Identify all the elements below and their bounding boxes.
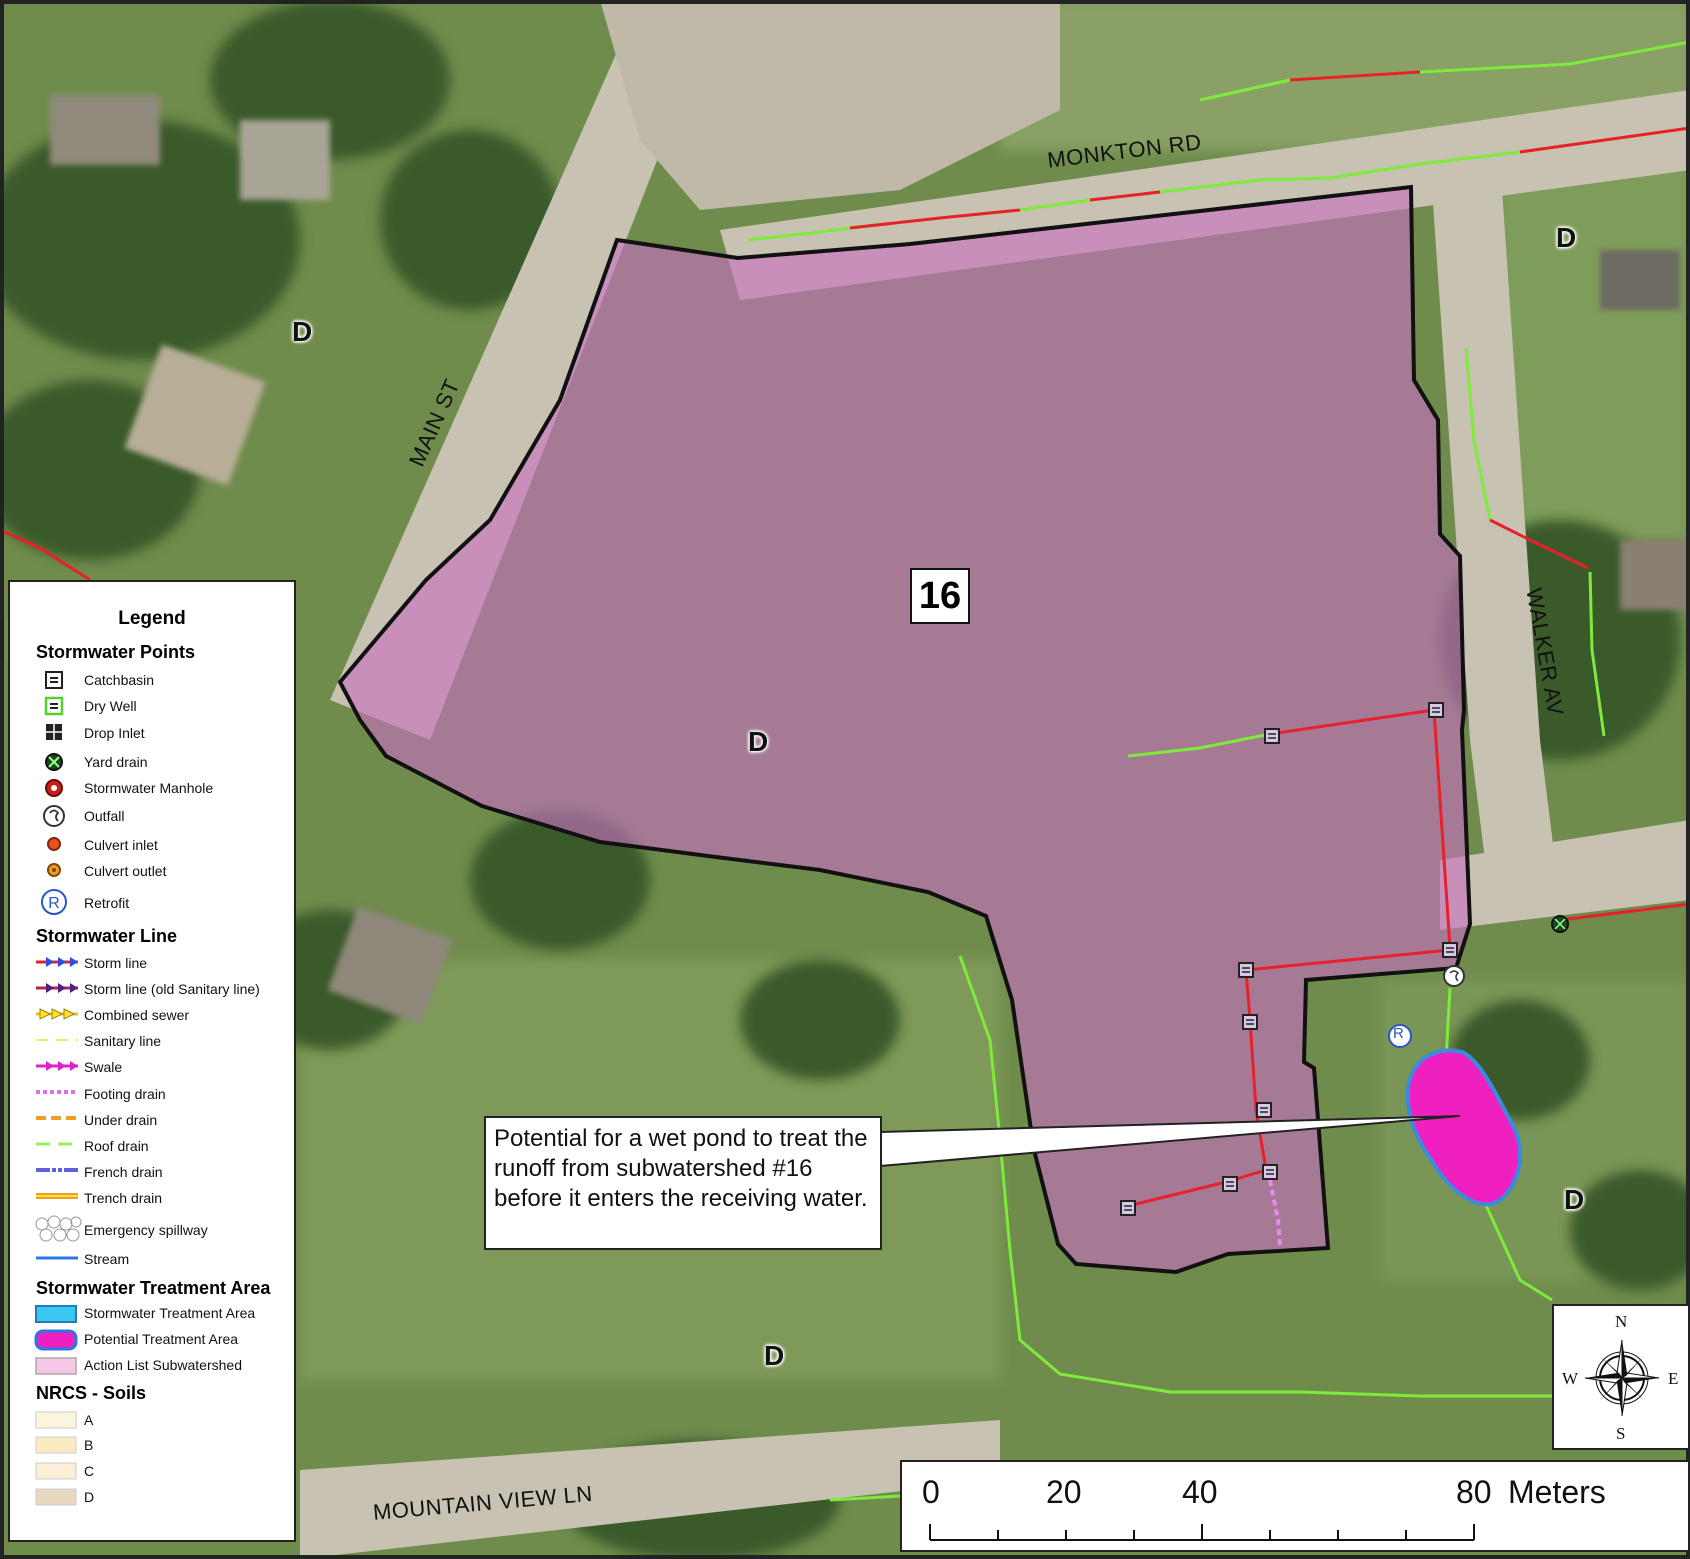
legend-item-yard-drain: Yard drain	[84, 754, 148, 770]
building-roofs	[10, 95, 1690, 1025]
drop-inlet-icon	[46, 724, 62, 740]
retrofit-icon	[1388, 1024, 1412, 1048]
roads	[300, 0, 1690, 1559]
legend-item-potential-treatment: Potential Treatment Area	[84, 1331, 239, 1347]
footing-drain-symbol	[36, 1090, 78, 1094]
culvert-inlet-icon	[47, 837, 61, 851]
legend-item-soil-b: B	[84, 1437, 94, 1453]
legend-item-roof-drain: Roof drain	[84, 1138, 149, 1154]
svg-text:R: R	[48, 895, 60, 912]
legend-panel: Legend Stormwater Points Catchbasin Dry …	[8, 580, 296, 1542]
retrofit-icon: R	[41, 889, 67, 915]
compass-west: W	[1562, 1369, 1579, 1388]
storm-line-symbol	[36, 957, 78, 967]
trench-drain-symbol	[36, 1193, 78, 1199]
north-arrow: N S E W	[1552, 1304, 1690, 1450]
legend-section-points: Stormwater Points	[36, 642, 196, 662]
legend-item-swale: Swale	[84, 1059, 123, 1075]
yard-drain-icon	[1551, 915, 1569, 933]
stream-symbol	[36, 1256, 78, 1260]
scale-bar: 0 20 40 80 Meters	[900, 1460, 1690, 1552]
legend-item-footing-drain: Footing drain	[84, 1086, 166, 1102]
legend-item-stream: Stream	[84, 1251, 130, 1267]
roof-drain-symbol	[36, 1142, 78, 1146]
manhole-icon	[45, 779, 63, 797]
scale-unit: Meters	[1508, 1474, 1606, 1510]
legend-item-action-list: Action List Subwatershed	[84, 1357, 242, 1373]
footing-drain	[1268, 1179, 1282, 1247]
combined-sewer-symbol	[36, 1008, 78, 1020]
legend-section-lines: Stormwater Line	[36, 926, 178, 946]
legend-item-stormwater-treatment: Stormwater Treatment Area	[84, 1305, 256, 1321]
legend-item-trench-drain: Trench drain	[84, 1190, 163, 1206]
catchbasin-icon	[45, 671, 63, 689]
yard-drain-icon	[45, 753, 63, 771]
scale-bar-graphic	[929, 1524, 1475, 1541]
subwatershed-id-label: 16	[910, 568, 970, 624]
culvert-outlet-icon	[47, 863, 61, 877]
legend-item-manhole: Stormwater Manhole	[84, 780, 214, 796]
scale-tick-0: 0	[922, 1474, 940, 1510]
legend-item-soil-a: A	[84, 1412, 94, 1428]
legend-item-storm-line: Storm line	[84, 955, 148, 971]
legend-item-culvert-inlet: Culvert inlet	[84, 837, 158, 853]
outfall-icon	[1443, 965, 1465, 987]
outfall-icon	[43, 805, 65, 827]
soil-label: D	[292, 316, 313, 347]
legend-item-old-sanitary: Storm line (old Sanitary line)	[84, 981, 260, 997]
sanitary-line-symbol	[36, 1039, 78, 1041]
potential-treatment-swatch	[34, 1329, 78, 1351]
old-sanitary-line-symbol	[36, 983, 78, 993]
subwatershed-16-area[interactable]	[337, 184, 1473, 1275]
legend-section-soils: NRCS - Soils	[36, 1383, 147, 1403]
soil-label: D	[1556, 222, 1577, 253]
legend-item-sanitary: Sanitary line	[84, 1033, 162, 1049]
legend-item-outfall: Outfall	[84, 808, 125, 824]
under-drain-symbol	[36, 1116, 78, 1120]
legend-item-retrofit: Retrofit	[84, 895, 130, 911]
legend-item-drop-inlet: Drop Inlet	[84, 725, 145, 741]
soil-a-swatch	[35, 1411, 77, 1429]
soil-d-swatch	[35, 1488, 77, 1506]
legend-item-french-drain: French drain	[84, 1164, 163, 1180]
legend-title: Legend	[118, 608, 186, 629]
compass-south: S	[1616, 1424, 1626, 1443]
legend-item-culvert-outlet: Culvert outlet	[84, 863, 167, 879]
retrofit-marker-label: R	[1393, 1025, 1404, 1042]
legend-item-under-drain: Under drain	[84, 1112, 158, 1128]
compass-rose-icon	[1584, 1339, 1660, 1417]
emergency-spillway-symbol	[35, 1215, 82, 1242]
scale-tick-40: 40	[1182, 1474, 1218, 1510]
soil-b-swatch	[35, 1436, 77, 1454]
legend-item-catchbasin: Catchbasin	[84, 672, 155, 688]
scale-tick-80: 80	[1456, 1474, 1492, 1510]
french-drain-symbol	[36, 1168, 78, 1172]
soil-label: D	[748, 726, 769, 757]
compass-north: N	[1615, 1312, 1628, 1331]
soil-c-swatch	[35, 1462, 77, 1480]
legend-item-emergency-spillway: Emergency spillway	[84, 1222, 208, 1238]
catchbasin-markers	[1120, 702, 1458, 1216]
legend-item-combined-sewer: Combined sewer	[84, 1007, 190, 1023]
swale-symbol	[36, 1061, 78, 1071]
stormwater-treatment-swatch	[35, 1305, 77, 1323]
soil-label: D	[1564, 1184, 1585, 1215]
legend-section-treatment: Stormwater Treatment Area	[36, 1278, 271, 1298]
legend-item-soil-d: D	[84, 1489, 95, 1505]
dry-well-icon	[44, 696, 64, 716]
callout-box: Potential for a wet pond to treat the ru…	[484, 1116, 882, 1250]
action-list-swatch	[35, 1357, 77, 1375]
legend-item-dry-well: Dry Well	[84, 698, 137, 714]
scale-tick-20: 20	[1046, 1474, 1082, 1510]
compass-east: E	[1668, 1369, 1679, 1388]
soil-label: D	[764, 1340, 785, 1371]
legend-item-soil-c: C	[84, 1463, 95, 1479]
